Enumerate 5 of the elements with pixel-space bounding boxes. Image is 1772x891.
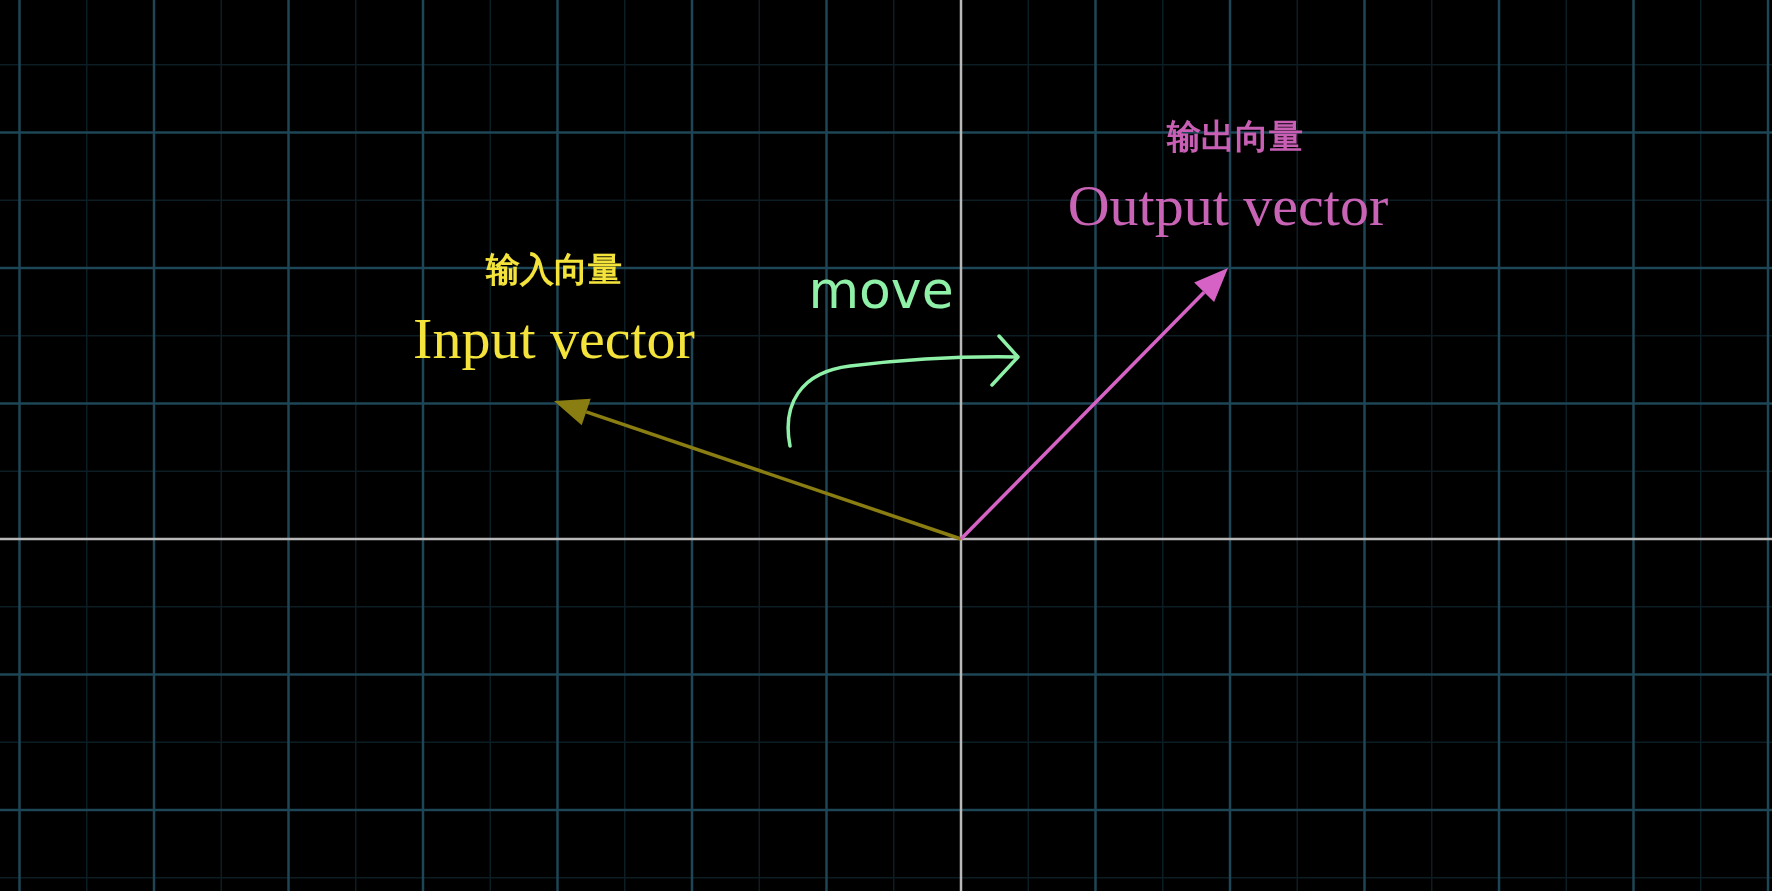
chinese-label: 输入向量	[486, 252, 622, 286]
handwritten-note: move	[808, 264, 954, 316]
vector-label: Output vector	[1067, 177, 1389, 235]
vector-label: Input vector	[413, 310, 695, 368]
chinese-label: 输出向量	[1167, 119, 1303, 153]
